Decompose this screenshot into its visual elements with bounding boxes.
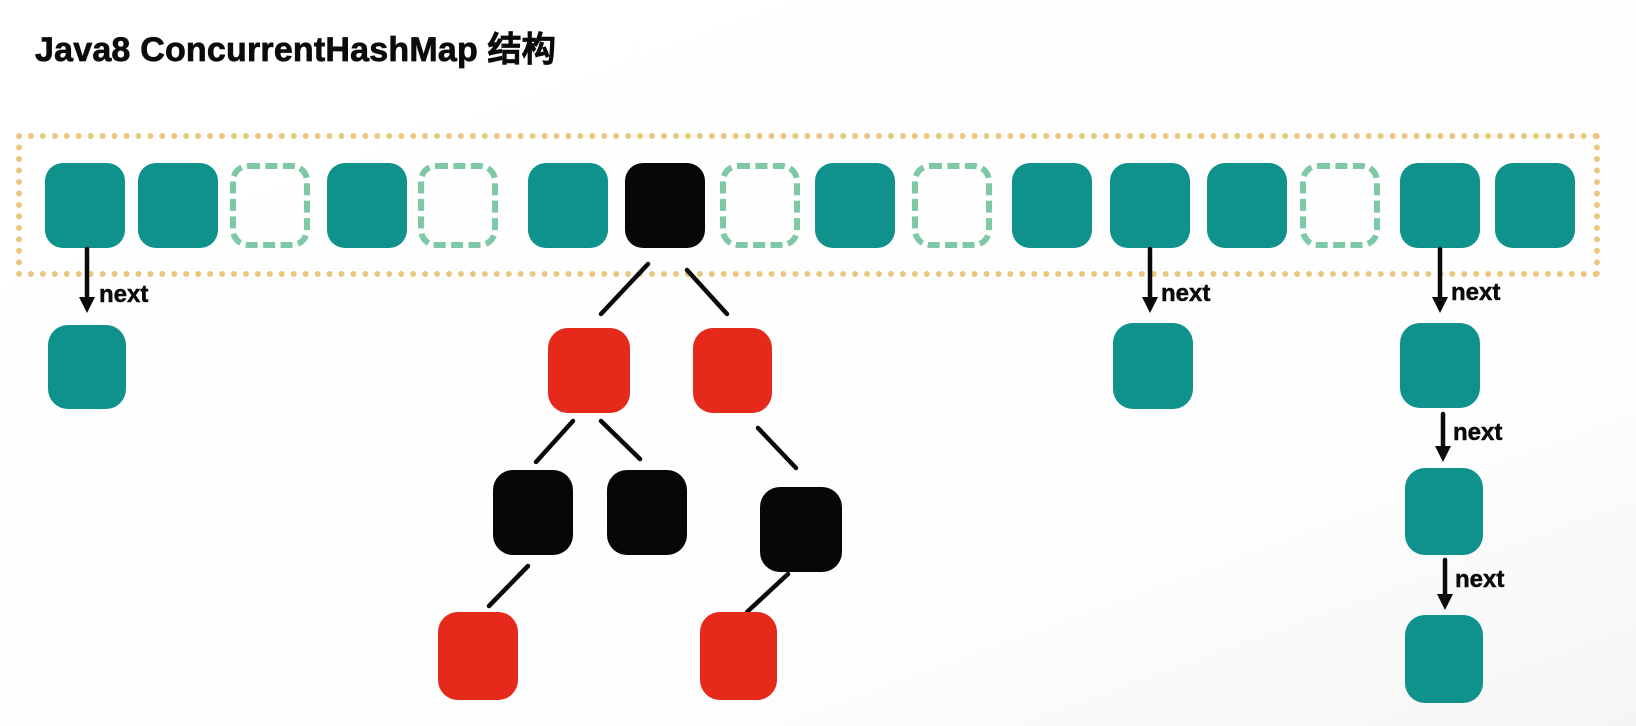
next-arrowhead <box>1432 297 1448 313</box>
linked-list-node <box>1400 323 1480 408</box>
next-arrowhead <box>1142 297 1158 313</box>
bucket-cell-filled <box>1207 163 1287 248</box>
tree-edge <box>598 418 643 462</box>
bucket-cell-empty <box>418 163 498 248</box>
bucket-cell-empty <box>230 163 310 248</box>
tree-node-black <box>493 470 573 555</box>
bucket-cell-empty <box>1300 163 1380 248</box>
next-arrowhead <box>1437 594 1453 610</box>
page-title: Java8 ConcurrentHashMap 结构 <box>35 31 557 70</box>
linked-list-node <box>1405 615 1483 703</box>
bucket-cell-filled <box>138 163 218 248</box>
tree-edge <box>486 563 531 609</box>
bucket-cell-filled <box>528 163 608 248</box>
next-arrowhead <box>1435 446 1451 462</box>
tree-node-red <box>700 612 777 700</box>
bucket-cell-filled <box>1495 163 1575 248</box>
linked-list-node <box>1113 323 1193 409</box>
linked-list-node <box>1405 468 1483 555</box>
bucket-cell-empty <box>720 163 800 248</box>
tree-node-red <box>693 328 772 413</box>
tree-edge <box>533 418 576 465</box>
tree-edge <box>755 425 799 471</box>
bucket-cell-filled <box>1400 163 1480 248</box>
linked-list-node <box>48 325 126 409</box>
bucket-cell-treebin-root <box>625 163 705 248</box>
bucket-cell-filled <box>1012 163 1092 248</box>
next-arrow-label: next <box>99 281 149 308</box>
bucket-cell-filled <box>1110 163 1190 248</box>
tree-node-red <box>438 612 518 700</box>
next-arrow-label: next <box>1455 566 1505 593</box>
next-arrowhead <box>79 297 95 313</box>
tree-node-black <box>760 487 842 572</box>
next-arrow-label: next <box>1161 280 1211 307</box>
next-arrow-label: next <box>1453 419 1503 446</box>
bucket-array-border <box>16 133 1600 277</box>
tree-edge <box>744 571 791 615</box>
bucket-cell-filled <box>45 163 125 248</box>
bucket-cell-filled <box>815 163 895 248</box>
tree-node-black <box>607 470 687 555</box>
bucket-cell-filled <box>327 163 407 248</box>
bucket-cell-empty <box>912 163 992 248</box>
tree-node-red <box>548 328 630 413</box>
next-arrow-label: next <box>1451 279 1501 306</box>
